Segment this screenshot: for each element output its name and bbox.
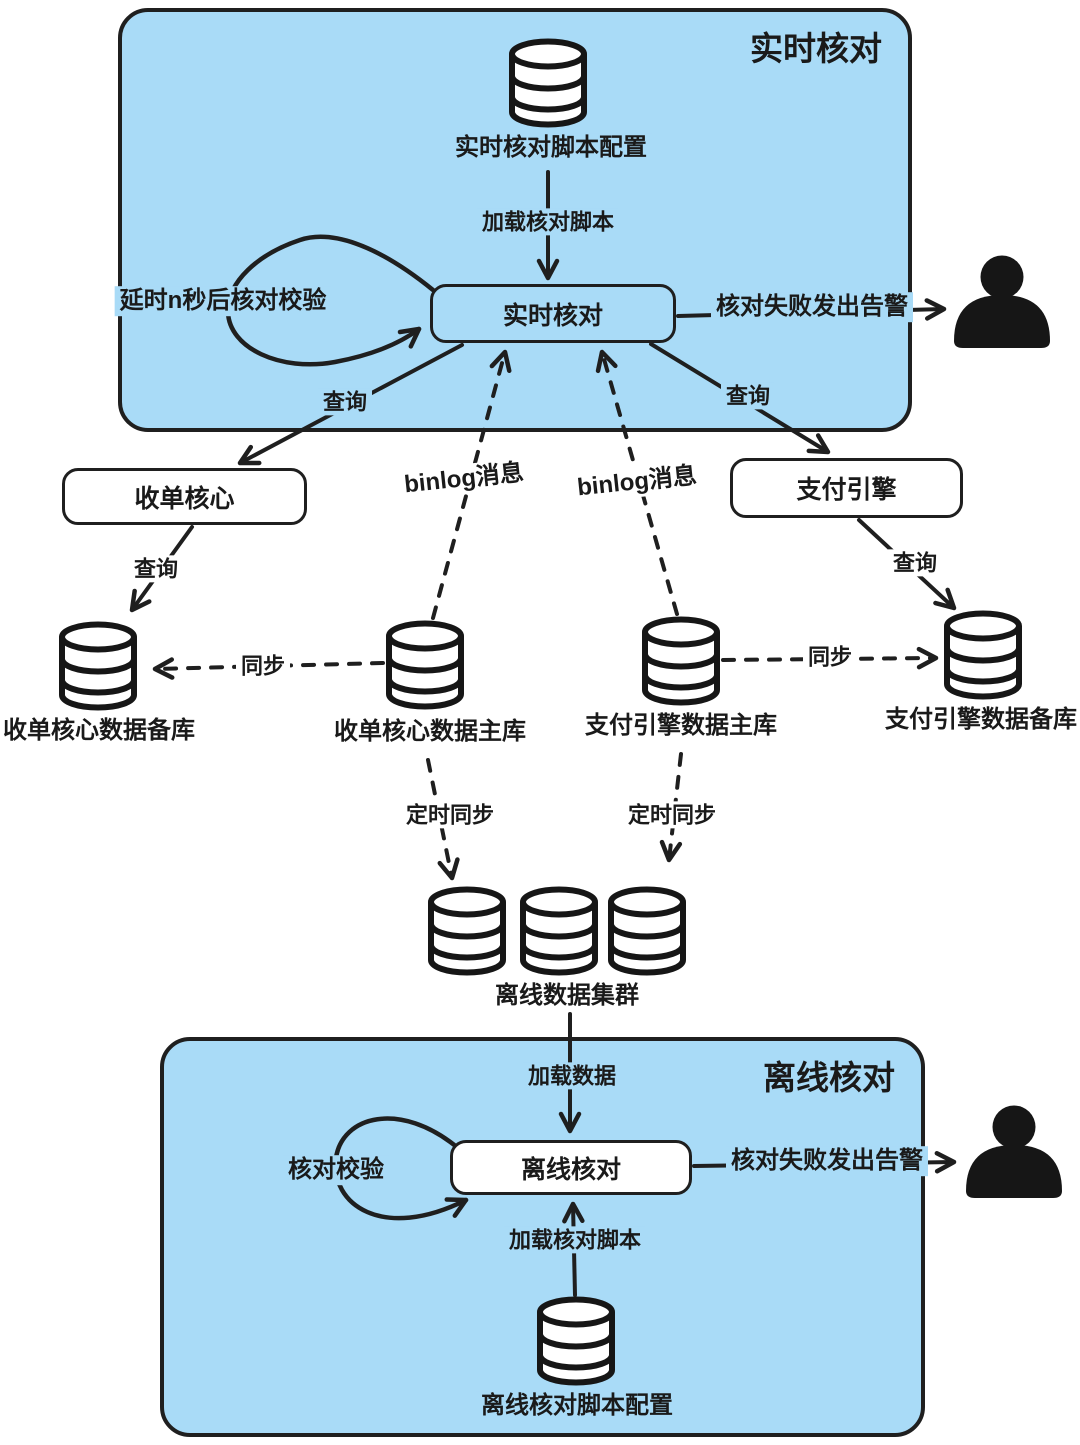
node-acquiring-core: 收单核心 [62, 468, 307, 525]
label-scheduled-sync-right: 定时同步 [622, 801, 722, 829]
node-acquiring-core-label: 收单核心 [134, 484, 235, 513]
node-offline-check: 离线核对 [450, 1140, 692, 1195]
arrow-scheduled-sync-left [426, 758, 460, 881]
label-realtime-script-config-db: 实时核对脚本配置 [450, 133, 652, 163]
database-icon-payment-master [645, 620, 717, 703]
node-realtime-check: 实时核对 [430, 284, 676, 343]
label-offline-script-config-db: 离线核对脚本配置 [476, 1391, 678, 1421]
person-icon-offline-alert [966, 1105, 1062, 1198]
label-delay-loop: 延时n秒后核对校验 [114, 286, 332, 316]
label-alert-offline: 核对失败发出告警 [726, 1146, 928, 1176]
label-query-acquiring: 查询 [128, 555, 184, 583]
label-load-data: 加载数据 [522, 1062, 622, 1090]
database-icon-offline-cluster-2 [523, 890, 595, 973]
database-icon-acquiring-backup [62, 625, 134, 708]
label-scheduled-sync-left: 定时同步 [400, 801, 500, 829]
person-icon-realtime-alert [954, 255, 1050, 348]
database-icon-offline-script-config [540, 1300, 612, 1383]
database-icon-realtime-script-config [512, 42, 584, 125]
label-acquiring-master-db: 收单核心数据主库 [329, 717, 531, 747]
offline-panel-title: 离线核对 [763, 1059, 895, 1096]
label-load-script-realtime: 加载核对脚本 [476, 208, 620, 236]
node-realtime-check-label: 实时核对 [502, 301, 603, 330]
label-payment-master-db: 支付引擎数据主库 [580, 711, 782, 741]
label-load-script-offline: 加载核对脚本 [503, 1226, 647, 1254]
database-icon-offline-cluster-1 [431, 890, 503, 973]
realtime-panel-title: 实时核对 [750, 30, 882, 67]
label-query-right: 查询 [720, 382, 776, 410]
label-offline-cluster: 离线数据集群 [490, 981, 644, 1011]
label-acquiring-backup-db: 收单核心数据备库 [0, 716, 200, 746]
database-icon-acquiring-master [389, 624, 461, 707]
arrow-sync-right [721, 646, 939, 670]
node-payment-engine: 支付引擎 [730, 458, 963, 518]
node-offline-check-label: 离线核对 [520, 1155, 621, 1184]
database-icon-offline-cluster-3 [611, 890, 683, 973]
label-payment-backup-db: 支付引擎数据备库 [880, 705, 1080, 735]
label-alert-realtime: 核对失败发出告警 [711, 292, 913, 322]
label-sync-right: 同步 [802, 643, 858, 671]
label-query-left: 查询 [317, 388, 373, 416]
label-sync-left: 同步 [235, 652, 291, 680]
label-query-payment: 查询 [887, 549, 943, 577]
database-icon-payment-backup [947, 614, 1019, 697]
label-check-loop: 核对校验 [283, 1155, 389, 1185]
node-payment-engine-label: 支付引擎 [796, 476, 897, 504]
